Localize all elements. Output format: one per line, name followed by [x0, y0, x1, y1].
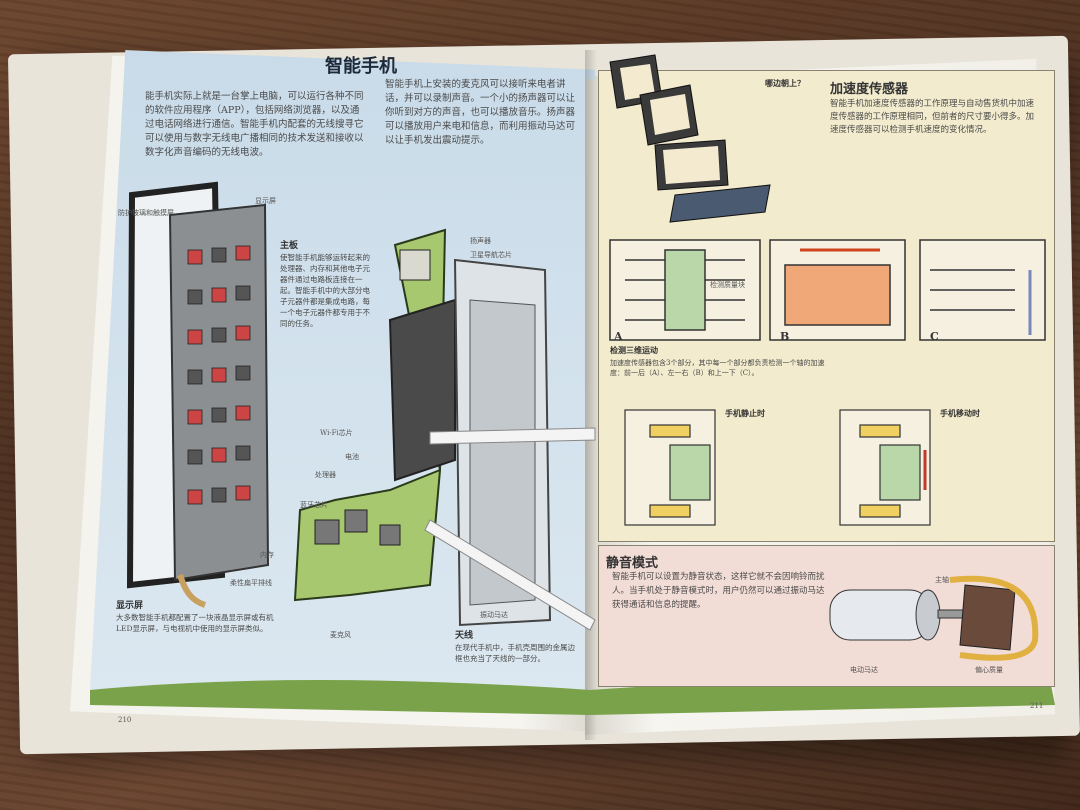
sensor-diagram-a: [609, 239, 761, 341]
accel-title: 加速度传感器: [830, 82, 909, 97]
callout-label: 内存: [260, 551, 274, 559]
callout-label: 振动马达: [480, 611, 508, 619]
panel-letter: C: [930, 330, 939, 343]
silent-title: 静音模式: [606, 556, 659, 571]
display-title: 显示屏: [116, 601, 144, 611]
moving-title: 手机移动时: [940, 408, 980, 418]
callout-label: 显示屏: [255, 197, 276, 205]
callout-label: 电池: [345, 453, 359, 461]
panel-letter: B: [780, 330, 790, 343]
detect-title: 检测三维运动: [610, 345, 658, 355]
callout-label: 主轴: [935, 576, 949, 584]
pointer-arrow-motor: [424, 519, 596, 631]
display-icon-grid: [187, 245, 251, 505]
antenna-text: 在现代手机中，手机壳周围的金属边框也充当了天线的一部分。: [455, 643, 575, 663]
moving-diagram: [839, 409, 931, 526]
callout-label: 柔性扁平排线: [230, 579, 272, 587]
still-diagram: [624, 409, 716, 526]
page-title: 智能手机: [325, 56, 397, 77]
callout-label: 防护玻璃和触摸屏: [118, 209, 174, 217]
silent-text: 智能手机可以设置为静音状态，这样它就不会因响铃而扰人。当手机处于静音模式时，用户…: [612, 572, 825, 610]
callout-label: 蓝牙芯片: [300, 501, 328, 509]
which-way-title: 哪边朝上？: [765, 78, 805, 88]
board-text: 使智能手机能够运转起来的处理器、内存和其他电子元器件通过电路板连接在一起。智能手…: [280, 253, 370, 328]
callout-label: 卫星导航芯片: [470, 251, 512, 259]
flex-cable: [177, 574, 207, 608]
panel-letter: A: [614, 330, 623, 343]
detect-text: 加速度传感器包含3个部分，其中每一个部分都负责检测一个轴的加速度：前一后（A）、…: [610, 359, 825, 377]
intro-text: 能手机实际上就是一台掌上电脑，可以运行各种不同的软件应用程序（APP），包括网络…: [145, 91, 364, 158]
book-spine-shadow: [585, 50, 597, 740]
still-title: 手机静止时: [725, 408, 765, 418]
callout-label: Wi-Fi芯片: [320, 429, 353, 437]
left-page-number: 210: [118, 716, 132, 724]
sensor-diagram-b: [769, 239, 906, 341]
accel-text: 智能手机加速度传感器的工作原理与自动售货机中加速度传感器的工作原理相同，但前者的…: [830, 99, 1035, 135]
callout-label: 麦克风: [330, 631, 351, 639]
callout-label: 扬声器: [470, 237, 491, 245]
callout-label: 偏心质量: [975, 666, 1003, 674]
col2-text: 智能手机上安装的麦克风可以接听来电者讲话，并可以录制声音。一个小的扬声器可以让你…: [385, 79, 576, 146]
callout-label: 处理器: [315, 471, 336, 479]
antenna-title: 天线: [455, 631, 474, 641]
callout-label: 检测质量块: [710, 281, 745, 289]
speaker-chip: [399, 249, 431, 281]
callout-label: 电动马达: [850, 666, 878, 674]
board-title: 主板: [280, 241, 299, 251]
sensor-diagram-c: [919, 239, 1046, 341]
vibration-motor-illustration: [829, 575, 1039, 661]
grass-strip: [90, 680, 590, 715]
display-text: 大多数智能手机都配置了一块液晶显示屏或有机LED显示屏，与电视机中使用的显示屏类…: [116, 613, 274, 633]
right-page-number: 211: [1030, 702, 1044, 710]
pointer-arrow-accel: [429, 427, 596, 445]
tilted-phones-illustration: [609, 54, 771, 223]
